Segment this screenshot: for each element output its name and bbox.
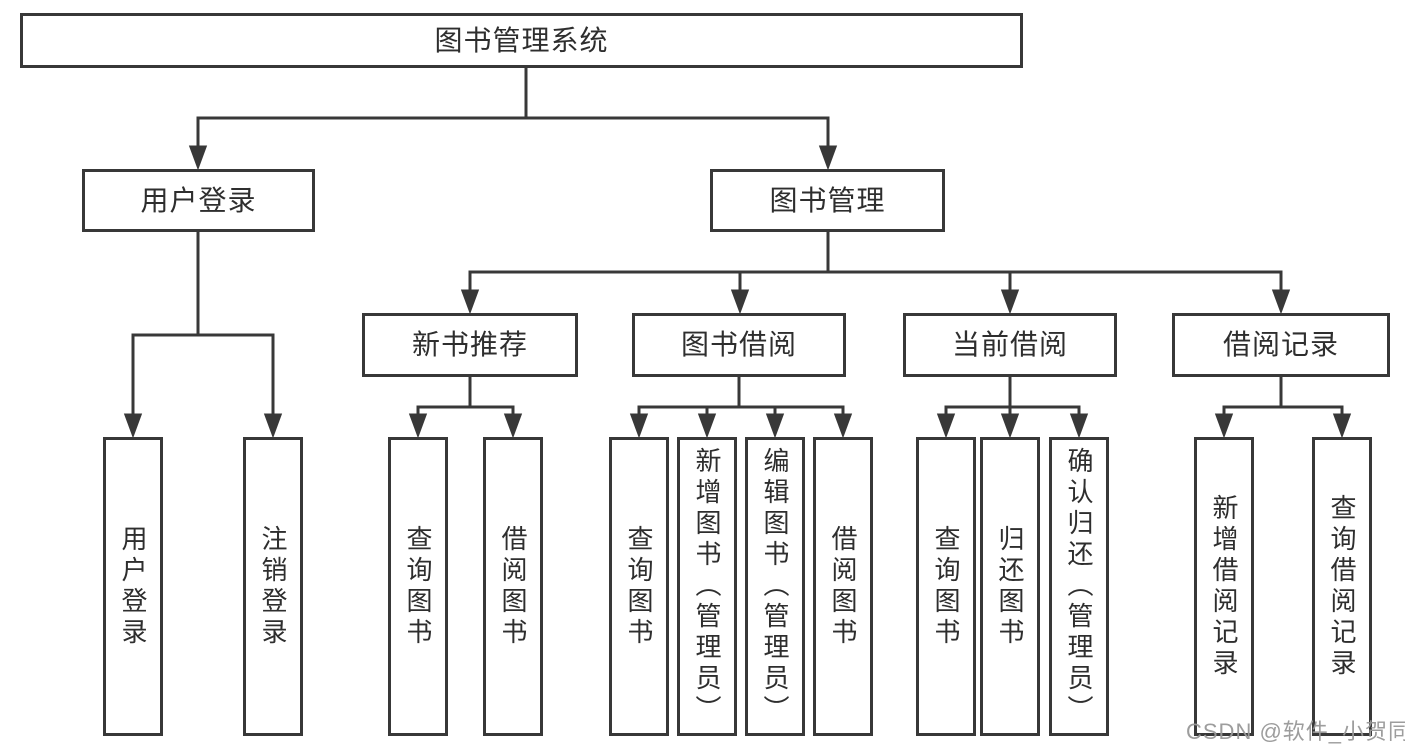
node-user-login: 用户登录 xyxy=(82,169,315,232)
connector-borrowing-records-children xyxy=(1214,377,1352,439)
leaf-return-book: 归还图书 xyxy=(980,437,1040,736)
node-new-book-recommend: 新书推荐 xyxy=(362,313,578,377)
watermark-text: CSDN @软件_小贺同学 xyxy=(1186,719,1405,744)
leaf-confirm-return-admin: 确认归还（管理员） xyxy=(1049,437,1109,736)
leaf-borrow-books-borrowing: 借阅图书 xyxy=(813,437,873,736)
node-borrowing-records: 借阅记录 xyxy=(1172,313,1390,377)
node-library-management-system: 图书管理系统 xyxy=(20,13,1023,68)
leaf-query-books-borrowing: 查询图书 xyxy=(609,437,669,736)
connector-new-book-recommend-children xyxy=(408,377,523,439)
connector-book-borrowing-children xyxy=(629,377,853,439)
leaf-logout: 注销登录 xyxy=(243,437,303,736)
connector-root-to-level2 xyxy=(188,68,838,171)
leaf-query-borrow-record: 查询借阅记录 xyxy=(1312,437,1372,736)
node-book-borrowing: 图书借阅 xyxy=(632,313,846,377)
node-current-borrowing: 当前借阅 xyxy=(903,313,1117,377)
leaf-add-borrow-record: 新增借阅记录 xyxy=(1194,437,1254,736)
leaf-borrow-books-recommend: 借阅图书 xyxy=(483,437,543,736)
connector-book-management-children xyxy=(460,232,1291,315)
leaf-query-books-current: 查询图书 xyxy=(916,437,976,736)
connector-user-login-children xyxy=(123,232,283,439)
leaf-user-login: 用户登录 xyxy=(103,437,163,736)
node-book-management: 图书管理 xyxy=(710,169,945,232)
leaf-query-books-recommend: 查询图书 xyxy=(388,437,448,736)
leaf-add-book-admin: 新增图书（管理员） xyxy=(677,437,737,736)
connector-current-borrowing-children xyxy=(936,377,1089,439)
leaf-edit-book-admin: 编辑图书（管理员） xyxy=(745,437,805,736)
